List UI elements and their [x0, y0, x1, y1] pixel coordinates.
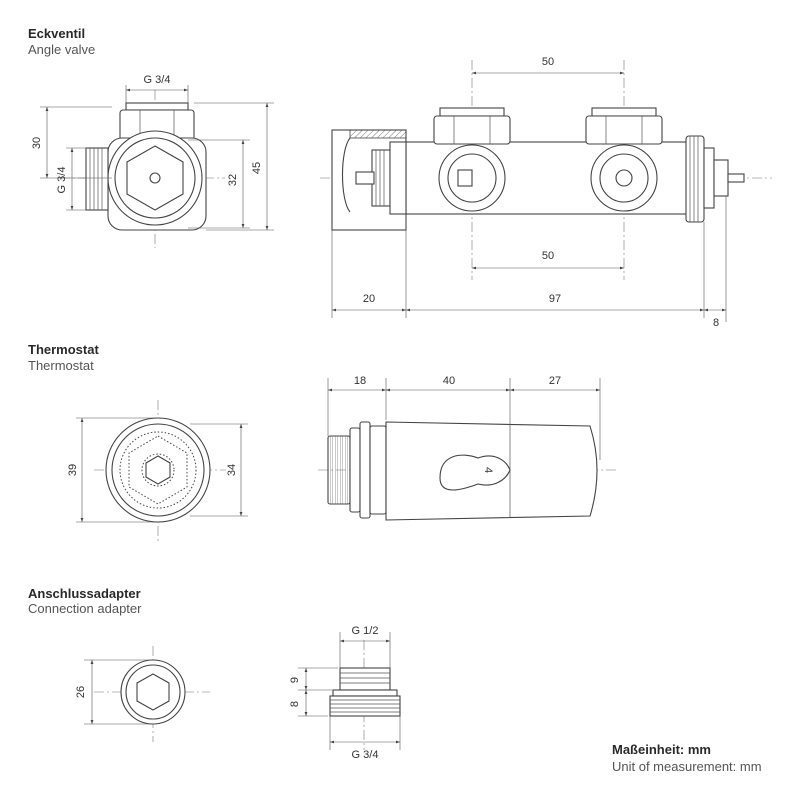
thermostat-side-dimensions: 18 40 27: [327, 375, 601, 460]
thermostat-title: Thermostat: [28, 342, 99, 357]
dim-thermo-18: 18: [354, 375, 366, 387]
dim-thermo-39: 39: [67, 464, 79, 476]
adapter-title: Anschlussadapter: [28, 586, 141, 601]
dim-thermo-27: 27: [549, 375, 561, 387]
valve-body-dimensions: 50 50 20 97 8: [331, 56, 727, 329]
dim-body-20: 20: [363, 293, 375, 305]
thermostat-side-view: 4: [318, 421, 616, 521]
dim-adapter-g12: G 1/2: [352, 625, 379, 637]
angle-valve-dimensions: G 3/4 30 G 3/4 32 45: [31, 74, 274, 231]
dim-body-97: 97: [549, 293, 561, 305]
dim-adapter-9: 9: [289, 677, 301, 683]
adapter-front-dimensions: 26: [75, 659, 153, 725]
thermostat-subtitle: Thermostat: [28, 358, 94, 373]
dim-body-50-bottom: 50: [542, 250, 554, 262]
units-label: Maßeinheit: mm: [612, 742, 711, 757]
thermostat-scale-mark: 4: [482, 467, 494, 473]
adapter-subtitle: Connection adapter: [28, 601, 142, 616]
angle-valve-subtitle: Angle valve: [28, 42, 95, 57]
dim-valve-thread-top: G 3/4: [144, 74, 171, 86]
dim-valve-30: 30: [31, 137, 43, 149]
dim-thermo-40: 40: [443, 375, 455, 387]
dim-thermo-34: 34: [226, 464, 238, 476]
thermostat-front-view: [94, 400, 226, 542]
units-label-en: Unit of measurement: mm: [612, 759, 762, 774]
dim-body-50-top: 50: [542, 56, 554, 68]
valve-body-front-view: [320, 60, 772, 280]
dim-adapter-g34: G 3/4: [352, 749, 379, 761]
thermostat-front-dimensions: 39 34: [67, 417, 248, 523]
angle-valve-title: Eckventil: [28, 26, 85, 41]
adapter-side-view: [329, 640, 401, 750]
adapter-side-dimensions: G 1/2 G 3/4 9 8: [289, 625, 401, 761]
dim-adapter-8: 8: [289, 701, 301, 707]
dim-valve-thread-side: G 3/4: [56, 167, 68, 194]
adapter-front-view: [94, 646, 210, 742]
dim-valve-32: 32: [227, 174, 239, 186]
dim-body-8: 8: [713, 317, 719, 329]
dim-valve-45: 45: [251, 162, 263, 174]
dim-adapter-26: 26: [75, 686, 87, 698]
angle-valve-side-view: [60, 90, 225, 248]
